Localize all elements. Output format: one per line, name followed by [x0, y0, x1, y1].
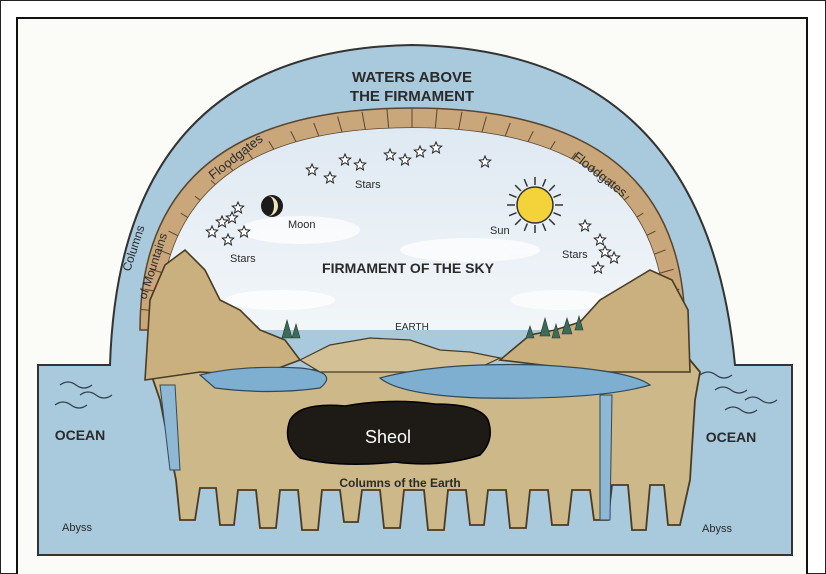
sheol-label: Sheol [365, 427, 411, 447]
earth-label: EARTH [395, 322, 429, 333]
sun-label: Sun [490, 225, 510, 237]
moon [261, 195, 283, 217]
waters-above-label-line2: THE FIRMAMENT [350, 88, 474, 105]
waters-above-label-line1: WATERS ABOVE [352, 69, 472, 86]
abyss-left-label: Abyss [62, 522, 92, 534]
stars-top-label: Stars [355, 179, 381, 191]
moon-label: Moon [288, 219, 316, 231]
waterfall-right [600, 395, 612, 520]
ocean-left-label: OCEAN [55, 427, 106, 443]
abyss-right-label: Abyss [702, 523, 732, 535]
lake-left [200, 367, 327, 391]
ocean-right-label: OCEAN [706, 429, 757, 445]
stars-right-label: Stars [562, 249, 588, 261]
stars-left-label: Stars [230, 253, 256, 265]
firmament-label: FIRMAMENT OF THE SKY [322, 260, 495, 276]
columns-of-earth-label: Columns of the Earth [339, 476, 460, 490]
